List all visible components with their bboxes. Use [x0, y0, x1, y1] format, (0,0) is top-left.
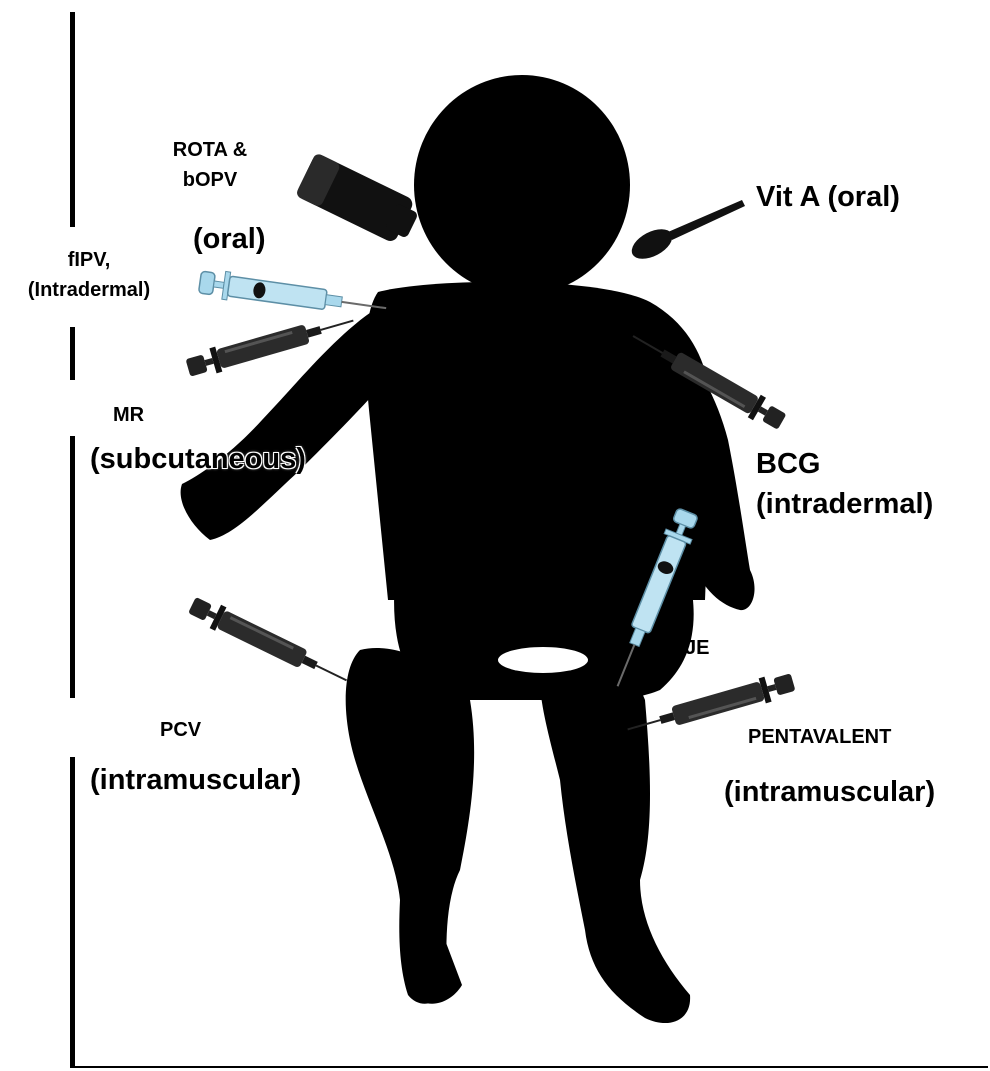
fipv-name: fIPV, [6, 245, 172, 275]
rota-bopv-vial-icon [295, 152, 423, 247]
pcv-syringe-icon [186, 593, 352, 692]
pcv-label: PCV [160, 715, 201, 745]
fipv-route: (Intradermal) [6, 275, 172, 305]
bopv-label: bOPV [155, 165, 265, 195]
pentavalent-route-label: (intramuscular) [724, 775, 935, 809]
fipv-label: fIPV, (Intradermal) [6, 245, 172, 305]
mr-label: MR [113, 400, 144, 430]
rota-bopv-route-label: (oral) [193, 222, 266, 256]
bcg-route-label: (intradermal) [756, 487, 933, 521]
mr-route-label: (subcutaneous) [90, 442, 306, 476]
vit-a-label: Vit A (oral) [756, 180, 900, 214]
bcg-label: BCG [756, 447, 820, 481]
vitamin-a-spoon-icon [627, 200, 745, 265]
rota-label: ROTA & [155, 135, 265, 165]
pcv-route-label: (intramuscular) [90, 763, 301, 797]
diaper-highlight [498, 647, 588, 673]
rota-bopv-label: ROTA & bOPV [155, 135, 265, 195]
je-label: JE [685, 633, 709, 663]
pentavalent-label: PENTAVALENT [748, 722, 891, 752]
fipv-syringe-icon [198, 268, 388, 322]
